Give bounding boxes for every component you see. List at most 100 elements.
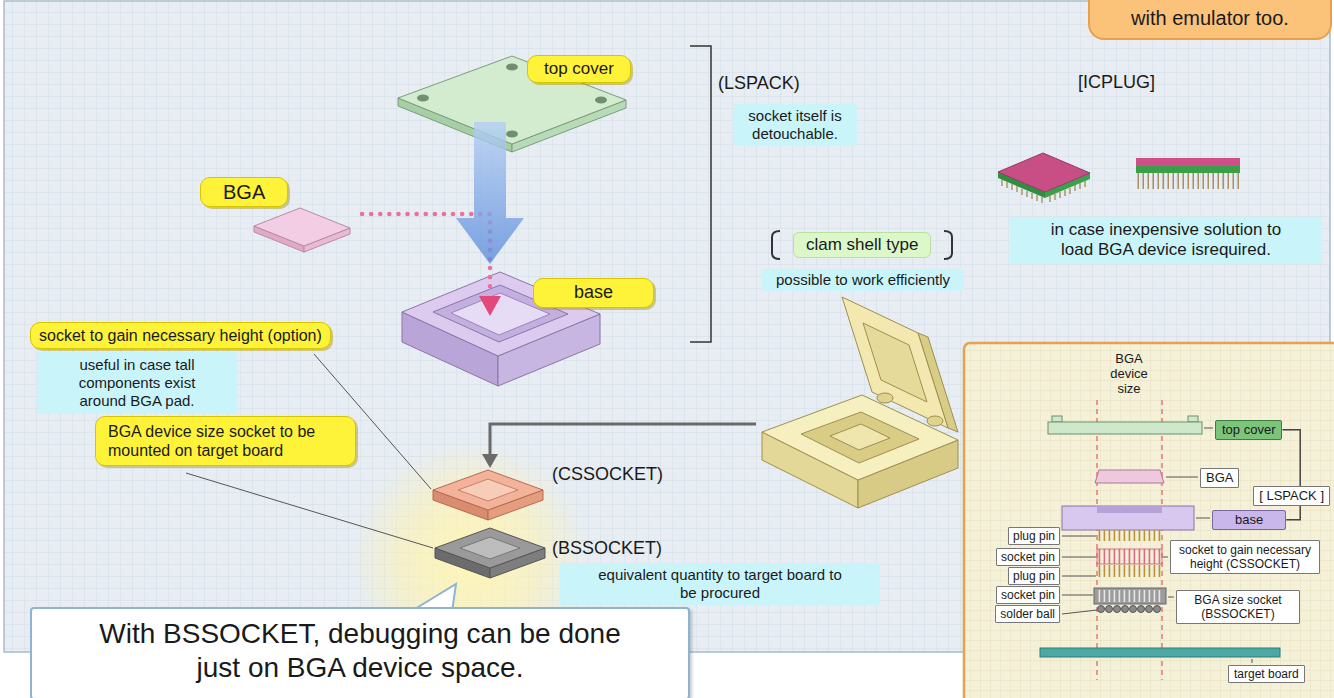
- bssocket-figure: [460, 537, 520, 559]
- note-box: equivalent quantity to target board to b…: [560, 563, 880, 605]
- assembly-arrow: [456, 122, 524, 264]
- type-bracket: [772, 231, 952, 259]
- section-label: BGA: [1200, 468, 1239, 488]
- section-stack: [1130, 606, 1137, 613]
- note-box: socket itself is detouchable.: [733, 104, 857, 146]
- leader-line: [186, 473, 433, 548]
- cssocket-figure: [433, 470, 543, 520]
- node-text: in case inexpensive solution to load BGA…: [1046, 220, 1286, 261]
- bga-chip-figure: [254, 208, 350, 252]
- bssocket-figure: [435, 528, 545, 568]
- node-text: target board: [1234, 667, 1299, 681]
- section-stack: [1095, 470, 1164, 483]
- clam-shell-figure: [863, 323, 927, 402]
- section-stack: [1040, 648, 1280, 657]
- section-stack: [1097, 549, 1162, 564]
- node-text: BGA size socket (BSSOCKET): [1181, 593, 1295, 621]
- section-stack: [1188, 416, 1198, 422]
- node-text: socket itself is detouchable.: [745, 107, 845, 143]
- node-text: with emulator too.: [1100, 6, 1320, 30]
- part-label: socket to gain necessary height (option): [30, 322, 331, 349]
- node-text: base: [1235, 512, 1263, 528]
- note-box: possible to work efficiently: [762, 269, 964, 291]
- node-text: BGA: [1206, 470, 1233, 486]
- icplug-figure: [998, 153, 1240, 203]
- socket-name: (BSSOCKET): [552, 538, 662, 560]
- bga-chip-figure: [254, 208, 350, 246]
- node-text: BGA: [223, 180, 265, 204]
- node-text: socket pin: [1001, 588, 1055, 602]
- section-label: base: [1212, 510, 1286, 530]
- type-bracket: [772, 231, 780, 259]
- clam-shell-figure: [830, 424, 890, 450]
- section-stack: [1094, 588, 1166, 604]
- section-stack: [1106, 606, 1113, 613]
- assembly-arrow: [456, 122, 524, 264]
- section-stack: [1048, 422, 1202, 434]
- section-stack: [1114, 606, 1121, 613]
- main-panel: [4, 1, 1330, 652]
- section-label: socket pin: [996, 586, 1060, 604]
- assembly-name: [ICPLUG]: [1078, 72, 1155, 94]
- node-text: top cover: [1222, 422, 1275, 438]
- section-panel: [964, 343, 1334, 698]
- node-text: socket to gain necessary height (CSSOCKE…: [1175, 543, 1315, 571]
- section-stack: [1098, 606, 1105, 613]
- section-stack: [1097, 530, 1162, 541]
- node-text: equivalent quantity to target board to b…: [595, 566, 845, 602]
- socket-arrow: [490, 424, 756, 456]
- bracket-connector: [1282, 430, 1300, 520]
- section-stack: [1097, 590, 1162, 602]
- section-stack: [1097, 565, 1162, 577]
- device-size-guide: [1097, 400, 1162, 680]
- type-label: clam shell type: [793, 232, 931, 258]
- node-text: top cover: [544, 59, 614, 79]
- lspack-bracket: [690, 46, 711, 342]
- top-cover-figure: [398, 56, 626, 152]
- section-label: target board: [1228, 665, 1305, 683]
- speech-callout: With BSSOCKET, debugging can be done jus…: [30, 607, 690, 698]
- note-box: in case inexpensive solution to load BGA…: [1010, 217, 1322, 264]
- node-text: useful in case tall components exist aro…: [59, 356, 215, 410]
- section-stack: [1138, 606, 1145, 613]
- node-text: solder ball: [1000, 607, 1055, 621]
- node-text: BGA device size socket to be mounted on …: [108, 422, 343, 460]
- bssocket-figure: [435, 528, 545, 578]
- icplug-figure: [1136, 173, 1240, 189]
- section-stack: [1154, 606, 1161, 613]
- section-stack: [1146, 606, 1153, 613]
- icplug-figure: [1002, 180, 1085, 203]
- section-label: solder ball: [995, 605, 1060, 623]
- clam-shell-figure: [927, 416, 943, 426]
- section-stack: [1122, 606, 1129, 613]
- cssocket-figure: [433, 470, 543, 510]
- socket-arrow: [482, 454, 498, 468]
- node-text: socket pin: [1001, 550, 1055, 564]
- node-text: plug pin: [1013, 529, 1055, 543]
- type-bracket: [944, 231, 952, 259]
- top-cover-figure: [398, 56, 626, 144]
- clam-shell-figure: [762, 297, 958, 508]
- top-cover-figure: [595, 97, 607, 104]
- insert-path: [479, 296, 501, 316]
- section-stack: [1052, 416, 1062, 422]
- top-cover-figure: [417, 95, 429, 102]
- node-text: clam shell type: [806, 235, 918, 255]
- section-stack: [1097, 506, 1162, 513]
- part-label: BGA device size socket to be mounted on …: [95, 416, 356, 466]
- section-label: socket to gain necessary height (CSSOCKE…: [1170, 540, 1320, 574]
- node-text: plug pin: [1013, 569, 1055, 583]
- section-panel: [964, 343, 1334, 698]
- assembly-name: (LSPACK): [718, 73, 800, 95]
- part-label: top cover: [527, 55, 631, 83]
- section-label: BGA size socket (BSSOCKET): [1176, 590, 1300, 624]
- node-text: possible to work efficiently: [776, 271, 950, 289]
- dimension-label: BGA device size: [1098, 351, 1160, 396]
- top-cover-figure: [506, 64, 518, 71]
- node-text: [ LSPACK ]: [1259, 488, 1324, 504]
- clam-shell-figure: [842, 297, 948, 428]
- clam-shell-figure: [877, 393, 893, 403]
- section-label: top cover: [1215, 420, 1282, 440]
- device-size-guide: [1097, 400, 1162, 680]
- lspack-bracket: [690, 46, 711, 342]
